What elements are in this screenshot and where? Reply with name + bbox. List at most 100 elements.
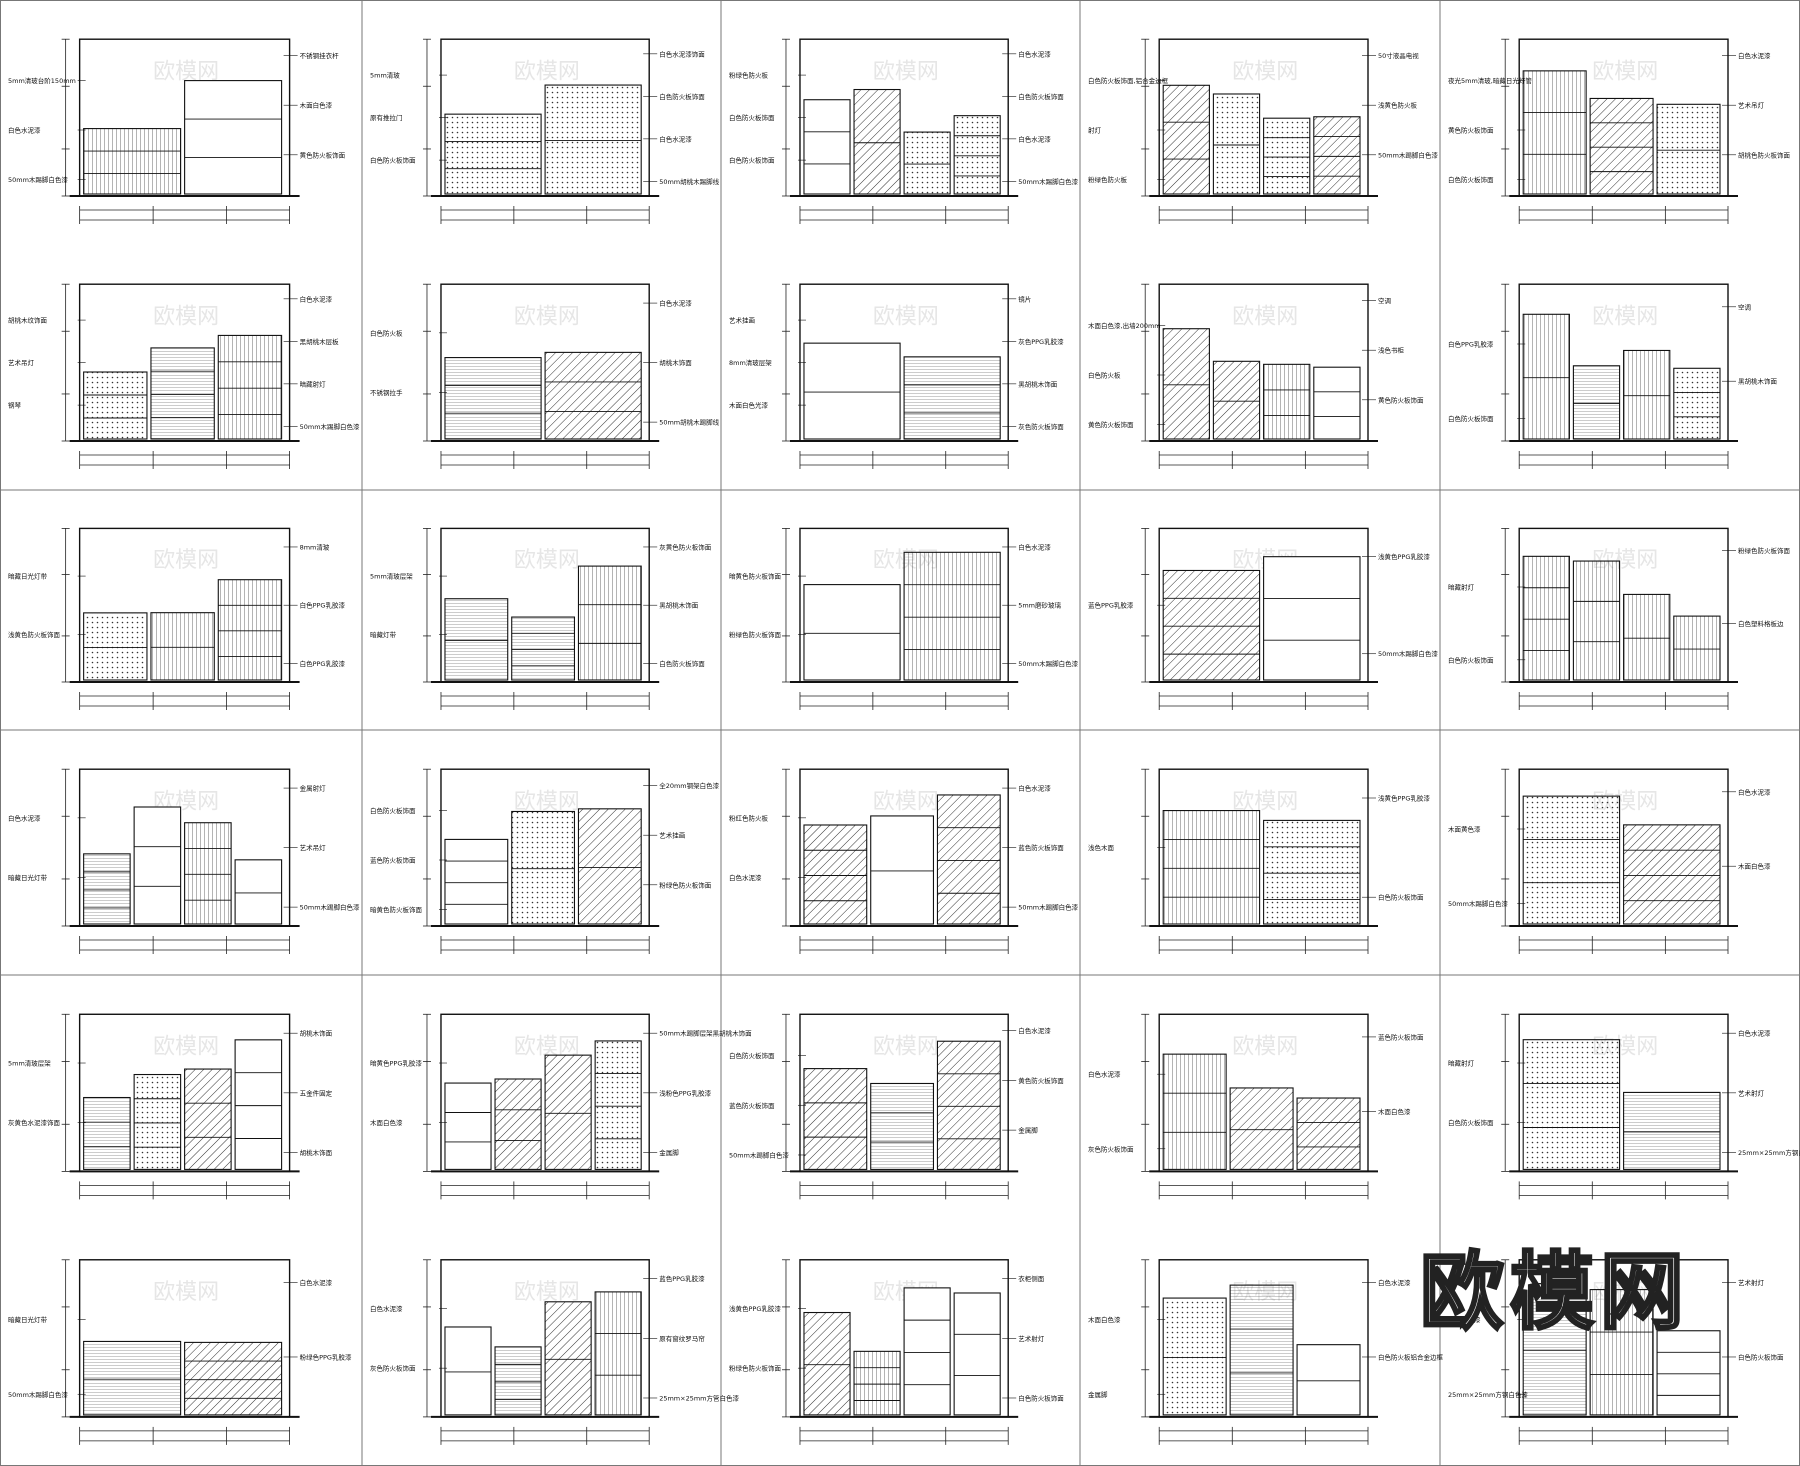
annotation-label: 艺术挂画	[659, 831, 685, 840]
annotation-label: 空调	[1738, 302, 1751, 311]
annotation-label: 木面白色光漆	[729, 401, 769, 410]
annotation-label: 黄色防火板饰面	[1378, 395, 1424, 404]
panel-watermark: 欧模网	[1592, 304, 1658, 329]
annotation-label: 白色水泥漆	[8, 126, 41, 135]
annotation-label: 白色防火板饰面	[729, 156, 775, 165]
elevation-drawing: 欧模网50寸液晶电视白色防火板饰面,铝合金边框浅黄色防火板射灯50mm木踢脚白色…	[1088, 38, 1438, 224]
annotation-label: 50mm木踢脚层架黑胡桃木饰面	[659, 1029, 752, 1038]
annotation-label: 胡桃色防火板饰面	[1738, 150, 1791, 159]
annotation-label: 浅黄色PPG乳胶漆	[1378, 794, 1430, 803]
elevation-drawing: 欧模网浅黄色PPG乳胶漆浅色木面白色防火板饰面	[1088, 768, 1430, 954]
annotation-label: 浅黄色防火板饰面	[8, 630, 61, 639]
annotation-label: 50mm木踢脚白色漆	[729, 1150, 789, 1159]
annotation-label: 白色水泥漆	[300, 1278, 333, 1287]
annotation-label: 白色防火板	[370, 328, 403, 337]
annotation-label: 白色水泥漆	[370, 1304, 403, 1313]
annotation-label: 浅黄色防火板	[1378, 101, 1418, 110]
annotation-label: 射灯	[1088, 126, 1102, 135]
annotation-label: 白色水泥漆	[1448, 1315, 1481, 1324]
annotation-label: 暗黄色防火板饰面	[370, 905, 423, 914]
annotation-label: 粉绿色防火板饰面	[729, 1364, 782, 1373]
annotation-label: 白色防火板饰面	[1448, 1118, 1494, 1127]
annotation-label: 艺术射灯	[1018, 1334, 1044, 1343]
annotation-label: 艺术吊灯	[1738, 101, 1765, 110]
annotation-label: 黑胡桃木饰面	[659, 601, 699, 610]
panel-watermark: 欧模网	[514, 548, 580, 573]
elevation-drawing: 欧模网浅黄色PPG乳胶漆蓝色PPG乳胶漆50mm木踢脚白色漆	[1088, 527, 1438, 710]
annotation-label: 粉绿色防火板饰面	[1738, 546, 1791, 555]
annotation-label: 蓝色防火板饰面	[729, 1101, 775, 1110]
annotation-label: 25mm×25mm方钢白色漆	[1448, 1390, 1528, 1399]
panel-watermark: 欧模网	[1592, 59, 1658, 84]
annotation-label: 白色水泥漆饰面	[659, 49, 705, 58]
annotation-label: 白色水泥漆	[1018, 134, 1051, 143]
annotation-label: 50寸液晶电视	[1378, 51, 1419, 60]
annotation-label: 镜片	[1018, 294, 1031, 303]
annotation-label: 白色防火板饰面	[1448, 655, 1494, 664]
annotation-label: 5mm清玻层架	[370, 572, 413, 581]
annotation-label: 粉绿色防火板	[1088, 175, 1128, 184]
annotation-label: 50mm木踢脚白色漆	[300, 422, 360, 431]
annotation-label: 白色水泥漆	[659, 134, 692, 143]
annotation-label: 金属脚	[659, 1148, 679, 1157]
annotation-label: 白色水泥漆	[1738, 787, 1771, 796]
annotation-label: 木面白色漆	[370, 1118, 403, 1127]
panel-watermark: 欧模网	[153, 548, 219, 573]
annotation-label: 暗黄色防火板饰面	[729, 572, 782, 581]
annotation-label: 空调	[1378, 296, 1391, 305]
annotation-label: 白色防火板铝合金边框	[1378, 1352, 1444, 1361]
annotation-label: 衣柜侧面	[1018, 1274, 1044, 1283]
annotation-label: 白色水泥漆	[729, 873, 762, 882]
panel-watermark: 欧模网	[873, 1035, 939, 1060]
annotation-label: 胡桃木纹饰面	[8, 316, 48, 325]
site-watermark: 欧模网	[1418, 1242, 1690, 1343]
annotation-label: 白色水泥漆	[1018, 1026, 1051, 1035]
annotation-label: 夜光5mm清玻,暗藏日光灯管	[1448, 76, 1532, 85]
elevation-drawing: 欧模网白色水泥漆白色防火板饰面黄色防火板饰面蓝色防火板饰面金属脚50mm木踢脚白…	[729, 1013, 1064, 1200]
annotation-label: 5mm清玻层架	[8, 1059, 51, 1068]
panel-watermark: 欧模网	[1232, 1035, 1298, 1060]
annotation-label: 灰色PPG乳胶漆	[1018, 337, 1064, 346]
panel-watermark: 欧模网	[514, 789, 580, 814]
panel-watermark: 欧模网	[514, 59, 580, 84]
annotation-label: 白色防火板饰面	[370, 806, 416, 815]
annotation-label: 原有推拉门	[370, 113, 403, 122]
elevation-drawing: 欧模网白色水泥漆木面黄色漆木面白色漆50mm木踢脚白色漆	[1448, 768, 1771, 954]
panel-watermark: 欧模网	[153, 304, 219, 329]
annotation-label: 暗藏日光灯带	[8, 1315, 48, 1324]
elevation-drawing: 欧模网蓝色PPG乳胶漆白色水泥漆原有窗纹罗马帘灰色防火板饰面25mm×25mm方…	[370, 1259, 740, 1445]
annotation-label: 灰色防火板饰面	[370, 1364, 416, 1373]
annotation-label: 钢琴	[8, 402, 22, 410]
annotation-label: 暗藏日光灯带	[8, 873, 48, 882]
annotation-label: 全20mm钢架白色漆	[659, 781, 719, 790]
elevation-drawing: 欧模网蓝色防火板饰面白色水泥漆木面白色漆灰色防火板饰面	[1088, 1013, 1424, 1200]
annotation-label: 蓝色防火板饰面	[370, 856, 416, 865]
annotation-label: 金属脚	[1088, 1390, 1108, 1399]
annotation-label: 灰黄色防火板饰面	[659, 542, 712, 551]
annotation-label: 白色塑料格板边	[1738, 619, 1784, 628]
annotation-label: 粉红色防火板	[729, 813, 769, 822]
annotation-label: 浅黄色PPG乳胶漆	[1378, 552, 1430, 561]
annotation-label: 白色水泥漆	[1088, 1070, 1121, 1079]
annotation-label: 8mm清玻层架	[729, 358, 772, 367]
elevation-drawing: 欧模网不锈钢挂衣杆5mm清玻台阶150mm木面白色漆白色水泥漆黄色防火板饰面50…	[8, 38, 346, 224]
annotation-label: 蓝色PPG乳胶漆	[659, 1274, 705, 1283]
annotation-label: 白色防火板饰面	[659, 92, 705, 101]
annotation-label: 木面白色漆	[1378, 1107, 1411, 1116]
annotation-label: 暗藏灯带	[370, 630, 397, 639]
annotation-label: 黄色防火板饰面	[1088, 420, 1134, 429]
annotation-label: 灰色防火板饰面	[1088, 1144, 1134, 1153]
annotation-label: 白色水泥漆	[1018, 49, 1051, 58]
annotation-label: 50mm木踢脚白色漆	[1018, 659, 1078, 668]
annotation-label: 黑胡桃木饰面	[1738, 377, 1778, 386]
annotation-label: 黑胡桃木层板	[300, 337, 340, 346]
annotation-label: 蓝色PPG乳胶漆	[1088, 601, 1134, 610]
annotation-label: 8mm清玻	[300, 542, 330, 551]
elevation-drawing: 欧模网镜片艺术挂画灰色PPG乳胶漆8mm清玻层架黑胡桃木饰面木面白色光漆灰色防火…	[729, 283, 1064, 469]
annotation-label: 5mm清玻台阶150mm	[8, 76, 76, 85]
annotation-label: 白色PPG乳胶漆	[300, 659, 346, 668]
